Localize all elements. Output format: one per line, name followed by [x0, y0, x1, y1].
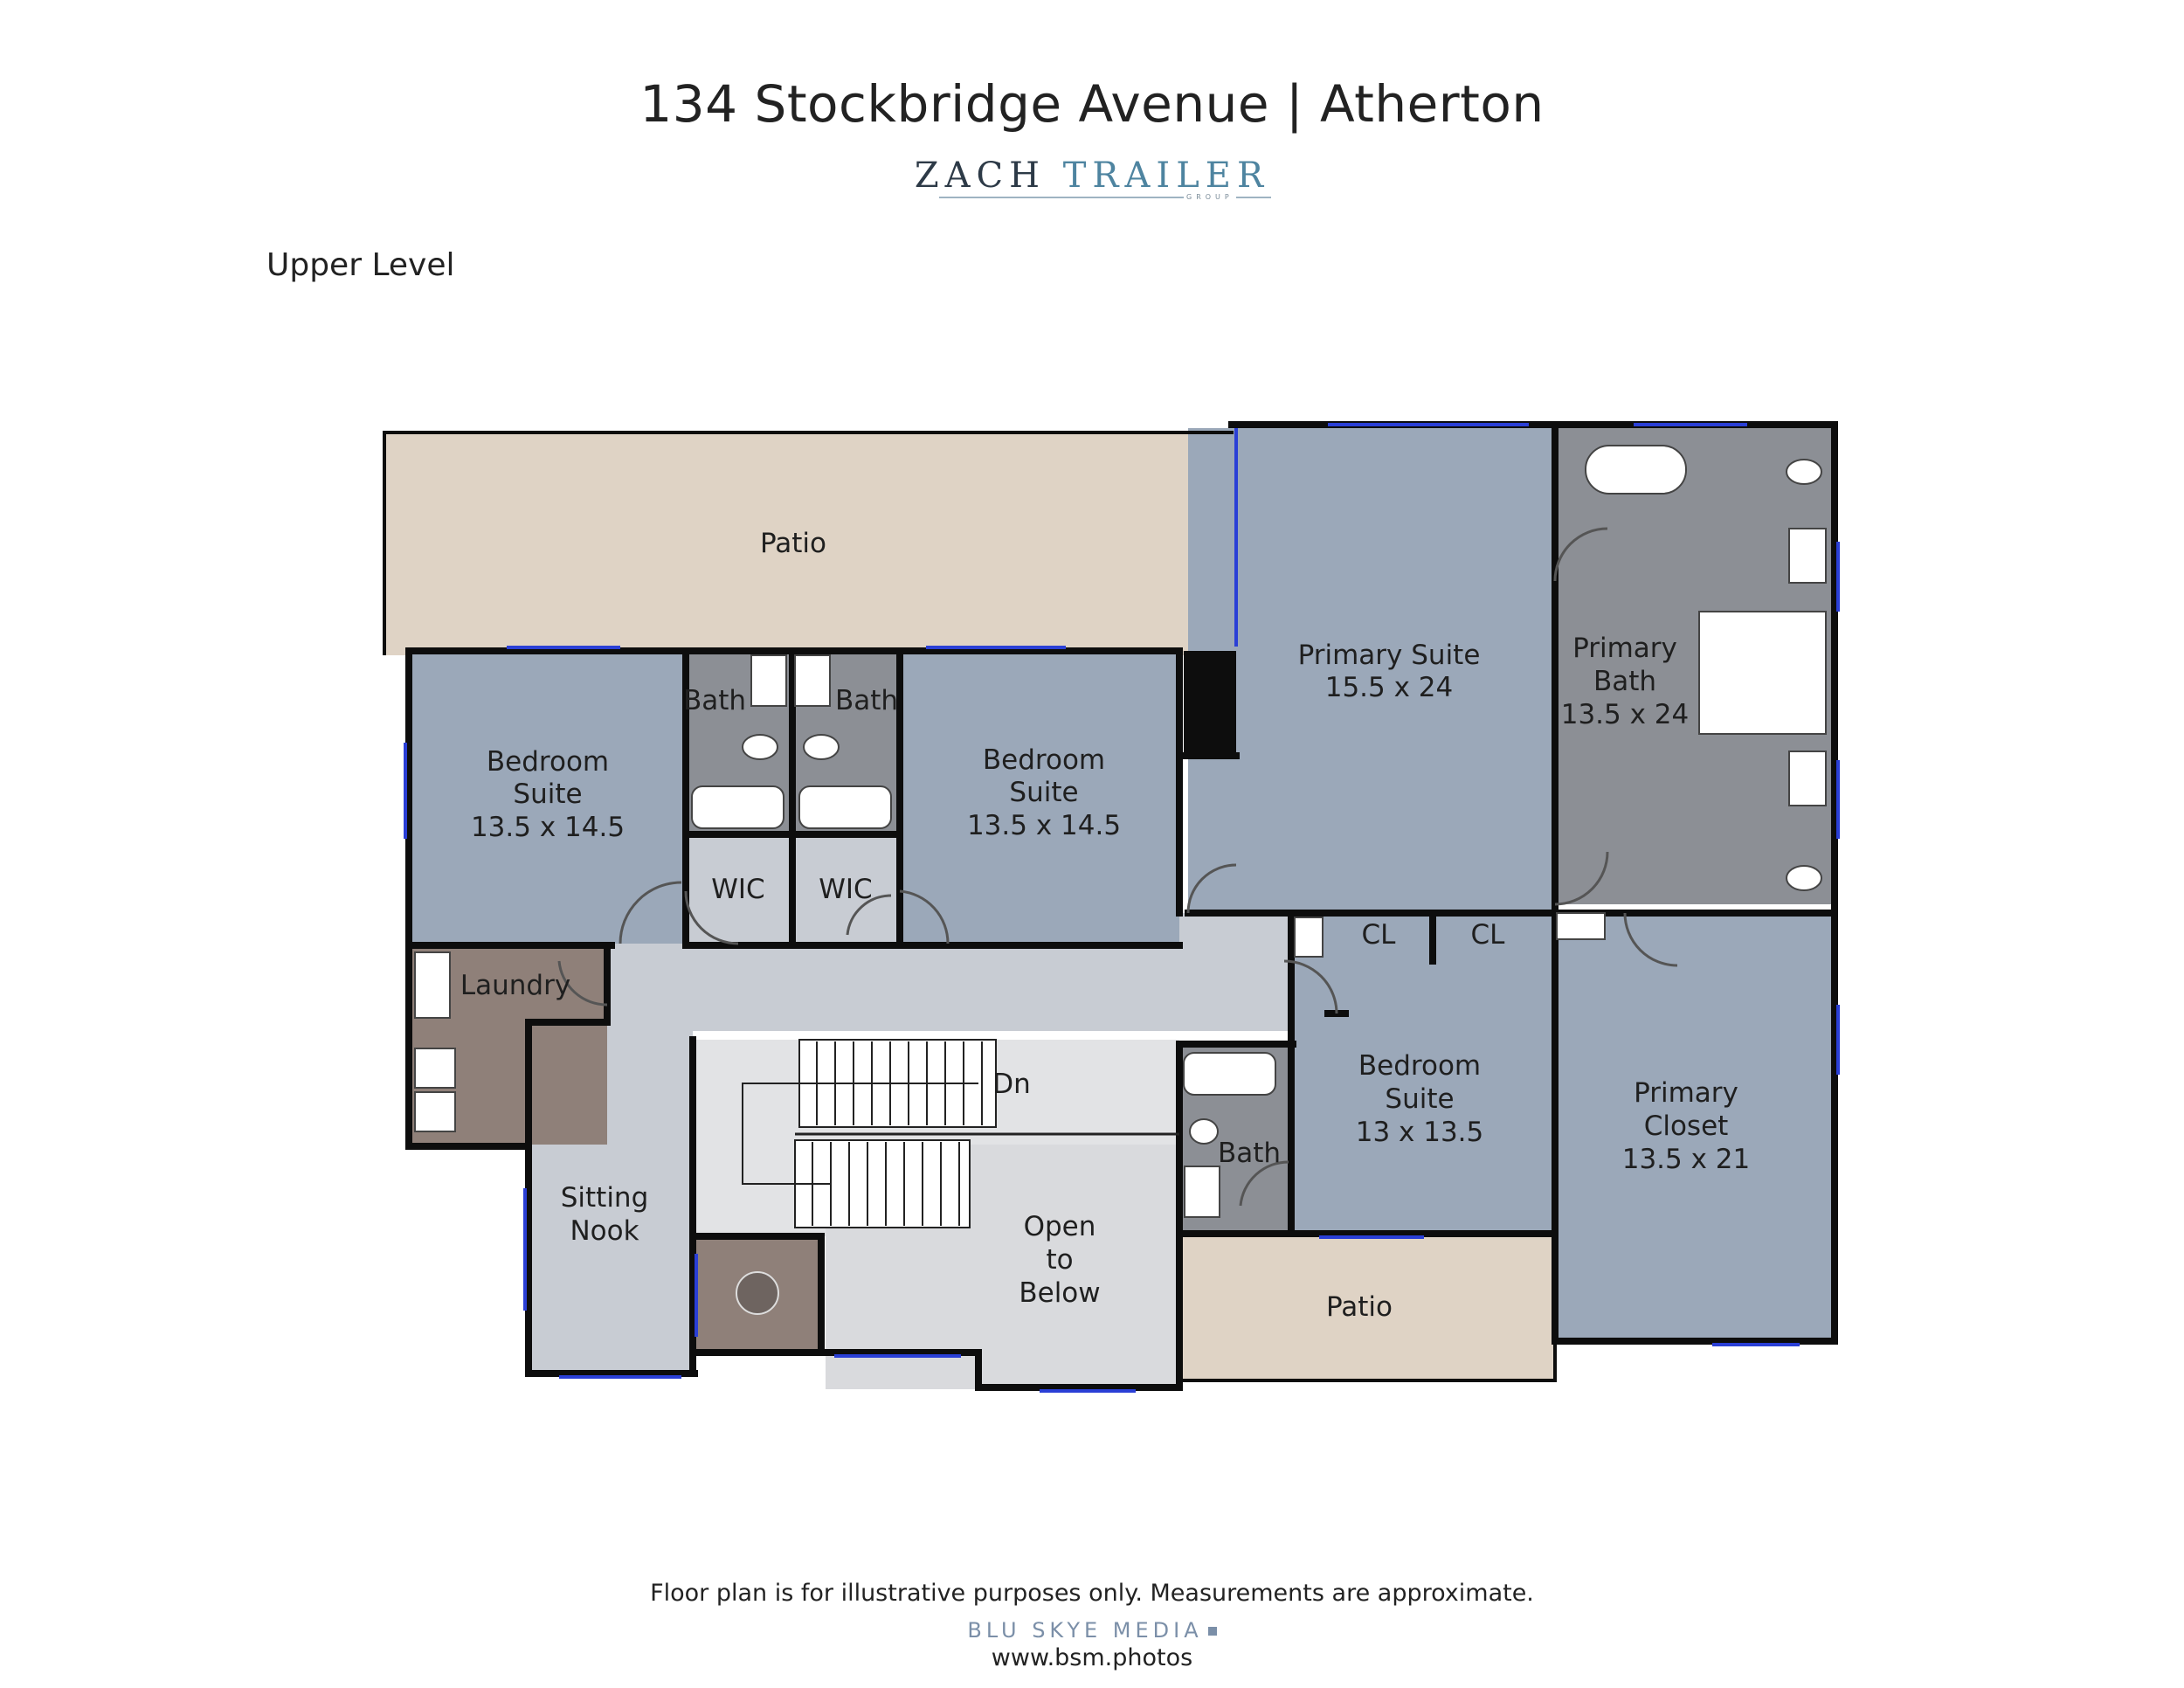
- patio-bottom-wall: [1178, 1234, 1557, 1382]
- sink: [1788, 751, 1827, 806]
- fixtures: [414, 445, 1827, 1315]
- label-cl-1: CL: [1362, 919, 1397, 951]
- sink: [1184, 1166, 1220, 1218]
- label-bedroom-left-3: 13.5 x 14.5: [471, 812, 625, 843]
- primary-suite-area: [1188, 428, 1555, 913]
- label-bedroom-mid-3: 13.5 x 14.5: [967, 810, 1121, 841]
- dryer: [414, 1091, 456, 1132]
- page-title: 134 Stockbridge Avenue | Atherton: [639, 74, 1545, 134]
- brand-subtitle: GROUP: [1184, 193, 1236, 201]
- label-stairs-dn: Dn: [992, 1069, 1031, 1100]
- label-nook-2: Nook: [570, 1215, 639, 1247]
- door-swing: [1553, 527, 1608, 582]
- tub: [691, 785, 784, 829]
- label-closet-1: Primary: [1634, 1077, 1738, 1109]
- bedroom-left-area: [411, 651, 686, 944]
- toilet: [1786, 865, 1822, 891]
- label-bath-left: Bath: [683, 685, 746, 716]
- brand-name-part1: ZACH: [914, 156, 1047, 196]
- label-wic-left: WIC: [711, 874, 764, 905]
- laundry-machine: [414, 951, 451, 1019]
- label-primary-suite-2: 15.5 x 24: [1325, 672, 1454, 703]
- brand-logo: ZACH TRAILER: [0, 156, 2184, 196]
- primary-closet-area: [1555, 913, 1835, 1341]
- label-primary-bath-2: Bath: [1593, 666, 1656, 697]
- door-swing: [1239, 1160, 1289, 1207]
- wic-left-area: [686, 834, 792, 944]
- door-swing: [684, 890, 739, 945]
- label-patio-top: Patio: [760, 528, 826, 559]
- wic-mid-area: [792, 834, 900, 944]
- label-bedroom-left-1: Bedroom: [487, 746, 609, 778]
- stair-path: [742, 1083, 978, 1185]
- hallway-connector: [1188, 913, 1297, 957]
- sink: [1788, 528, 1827, 584]
- door-swing: [1623, 912, 1678, 967]
- water-heater-icon: [736, 1271, 779, 1315]
- bedroom-right-area: [1293, 1018, 1555, 1232]
- label-closet-2: Closet: [1644, 1110, 1729, 1142]
- label-open-2: to: [1046, 1244, 1073, 1276]
- door-swing: [557, 960, 608, 1007]
- bedroom-mid-area: [900, 651, 1179, 944]
- washer: [414, 1048, 456, 1089]
- brand-name-part2: TRAILER: [1062, 156, 1270, 196]
- cl-area: [1293, 913, 1555, 1018]
- fireplace-shape: [1184, 651, 1236, 756]
- door-swing: [1186, 863, 1237, 914]
- toilet: [742, 734, 778, 760]
- door-swing: [619, 881, 682, 944]
- freestanding-tub: [1585, 445, 1687, 495]
- sink: [750, 654, 787, 707]
- label-cl-2: CL: [1471, 919, 1506, 951]
- label-open-3: Below: [1019, 1277, 1100, 1309]
- label-bath-right: Bath: [1218, 1138, 1281, 1169]
- label-open-1: Open: [1024, 1211, 1096, 1242]
- toilet: [1189, 1118, 1219, 1145]
- credit-logo-icon: [1207, 1627, 1217, 1636]
- closet-panel: [1556, 912, 1606, 940]
- level-label: Upper Level: [266, 247, 455, 283]
- label-primary-bath-1: Primary: [1572, 633, 1677, 664]
- tub: [798, 785, 892, 829]
- label-wic-mid: WIC: [819, 874, 872, 905]
- windows: [404, 423, 1840, 1393]
- room-labels: Patio Bedroom Suite 13.5 x 14.5 Bath Bat…: [460, 528, 1750, 1323]
- label-patio-bottom: Patio: [1326, 1291, 1393, 1323]
- brand-underline: [939, 197, 1271, 198]
- doors: [557, 527, 1678, 1207]
- label-bedroom-right-3: 13 x 13.5: [1356, 1117, 1484, 1148]
- website-text: www.bsm.photos: [991, 1644, 1193, 1671]
- shower: [1698, 611, 1827, 735]
- label-bedroom-mid-2: Suite: [1009, 777, 1078, 808]
- cl-panel: [1294, 917, 1324, 958]
- patio-top-area: [384, 432, 1241, 655]
- sink: [794, 654, 831, 707]
- toilet: [1786, 459, 1822, 485]
- door-swing: [899, 889, 950, 944]
- label-bedroom-mid-1: Bedroom: [983, 744, 1105, 776]
- disclaimer-text: Floor plan is for illustrative purposes …: [650, 1580, 1534, 1607]
- label-primary-bath-3: 13.5 x 24: [1561, 699, 1690, 730]
- label-bedroom-left-2: Suite: [513, 778, 582, 810]
- label-closet-3: 13.5 x 21: [1622, 1144, 1751, 1175]
- credit-text: BLU SKYE MEDIA: [967, 1618, 1203, 1643]
- photographer-credit: BLU SKYE MEDIA: [0, 1618, 2184, 1643]
- door-swing: [1554, 851, 1609, 906]
- label-bath-mid: Bath: [835, 685, 898, 716]
- patio-top-wall: [383, 431, 1234, 655]
- toilet: [803, 734, 840, 760]
- label-bedroom-right-1: Bedroom: [1358, 1050, 1481, 1082]
- patio-bottom-area: [1179, 1232, 1555, 1380]
- label-laundry: Laundry: [460, 970, 570, 1001]
- tub: [1183, 1052, 1276, 1096]
- door-swing: [846, 894, 892, 936]
- door-swing: [1283, 959, 1338, 1014]
- label-primary-suite-1: Primary Suite: [1298, 640, 1481, 671]
- label-nook-1: Sitting: [561, 1182, 649, 1214]
- label-bedroom-right-2: Suite: [1385, 1083, 1454, 1115]
